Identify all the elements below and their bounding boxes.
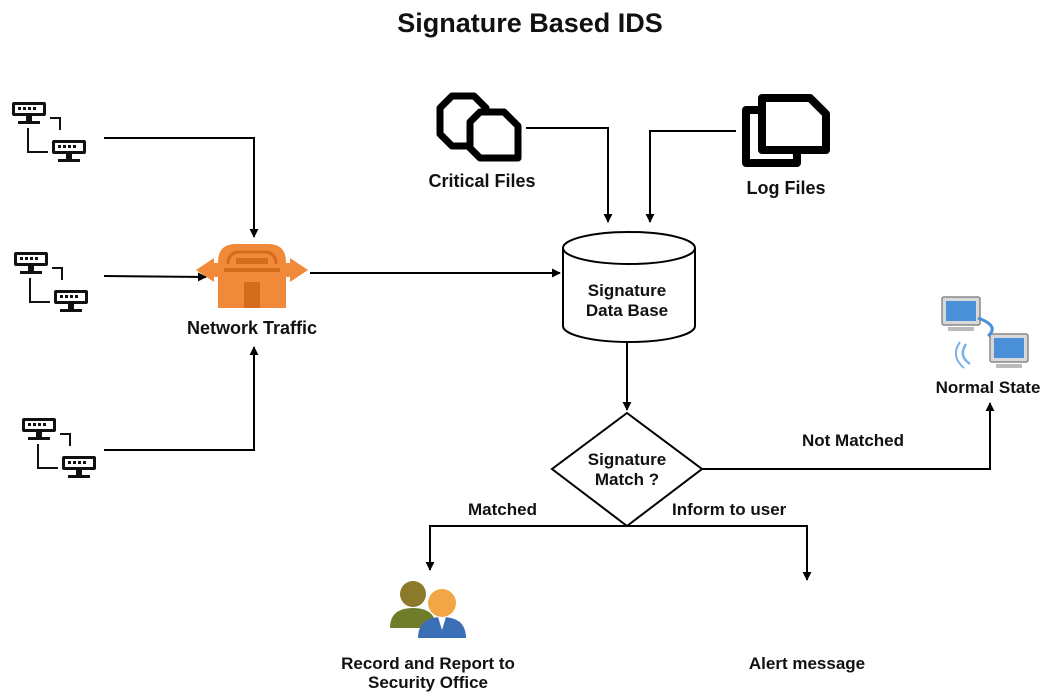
edge-decision-to-alert (627, 525, 812, 581)
computers-icon-top (12, 102, 86, 162)
documents-icon (742, 94, 830, 167)
computers-icon-bottom (22, 418, 96, 478)
signature-database-node (562, 231, 696, 343)
edge-decision-to-normal-state (702, 402, 995, 470)
inform-to-user-label: Inform to user (672, 500, 787, 519)
diagram-title: Signature Based IDS (397, 8, 663, 38)
edge-log-files-to-database (645, 130, 736, 223)
edge-computers-middle-to-traffic (103, 272, 207, 282)
edge-computers-bottom-to-traffic (104, 346, 259, 451)
users-icon (390, 581, 466, 638)
database-label-line1: Signature (587, 281, 667, 300)
database-label-line2: Data Base (585, 301, 669, 320)
edge-computers-top-to-traffic (104, 137, 259, 238)
firewall-icon (196, 244, 308, 308)
matched-label: Matched (468, 500, 537, 519)
record-label-line2: Security Office (368, 673, 488, 692)
decision-label-line1: Signature (587, 450, 667, 469)
network-traffic-label: Network Traffic (186, 318, 318, 338)
normal-state-label: Normal State (935, 378, 1041, 397)
not-matched-label: Not Matched (802, 431, 904, 450)
log-files-label: Log Files (746, 178, 826, 198)
copy-files-icon (436, 92, 522, 162)
computers-icon-middle (14, 252, 88, 312)
decision-label-line2: Match ? (594, 470, 660, 489)
critical-files-label: Critical Files (428, 171, 536, 191)
wireless-network-icon (941, 296, 1029, 369)
edge-decision-to-record (425, 525, 627, 571)
edge-critical-files-to-database (526, 127, 613, 223)
alert-message-label: Alert message (748, 654, 866, 673)
record-label-line1: Record and Report to (341, 654, 515, 673)
